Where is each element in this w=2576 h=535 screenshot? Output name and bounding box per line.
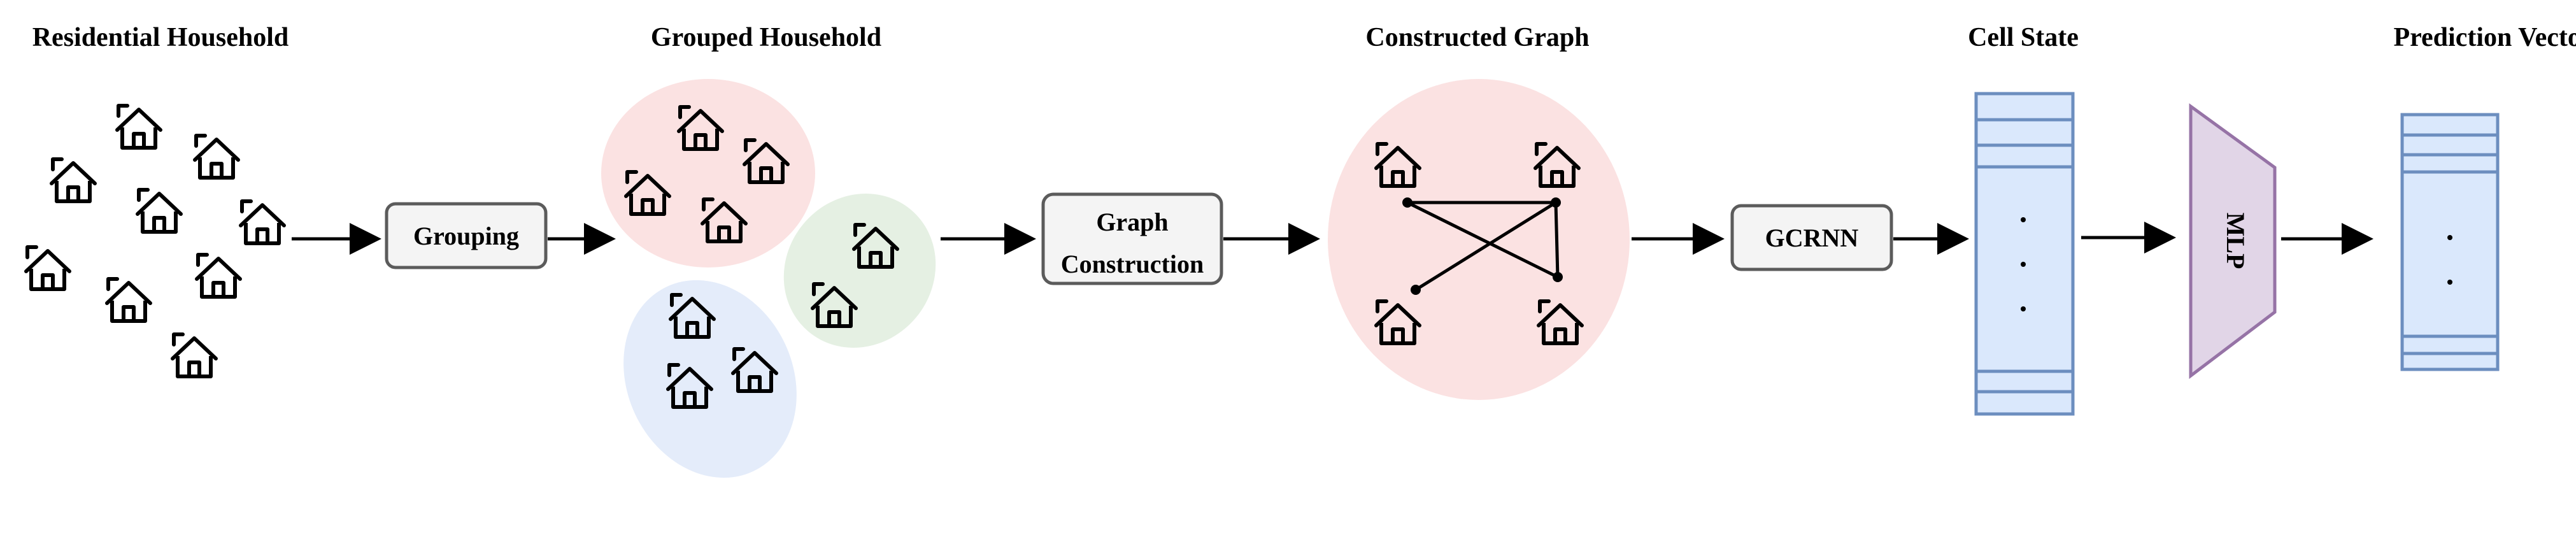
cell-state-rect — [1974, 92, 2075, 416]
house-icon — [138, 190, 181, 232]
group-red — [601, 79, 815, 268]
graph-construction-rect — [1041, 192, 1223, 285]
graph-edges — [1406, 201, 1560, 292]
grouping-box-rect — [385, 202, 548, 269]
graph-construction-box: Graph Construction — [1041, 192, 1223, 285]
mlp-shape — [2189, 103, 2277, 380]
group-blue — [623, 280, 797, 478]
house-icon — [117, 106, 160, 148]
graph-construction-label-line2: Construction — [1061, 250, 1204, 278]
cell-state-vector — [1974, 92, 2075, 416]
house-icon — [52, 159, 95, 201]
house-icon — [195, 136, 238, 178]
grouping-label: Grouping — [413, 222, 519, 250]
house-icon — [173, 334, 216, 376]
constructed-graph — [1328, 79, 1630, 400]
ellipsis-dot — [2447, 280, 2452, 285]
house-icon — [107, 279, 150, 321]
graph-node — [1402, 197, 1413, 208]
prediction-vector — [2400, 113, 2500, 371]
title-grouped-household: Grouped Household — [651, 23, 881, 52]
grouping-box: Grouping — [385, 202, 548, 269]
mlp-block: MLP — [2189, 103, 2277, 380]
graph-node — [1553, 272, 1563, 282]
title-prediction-vector: Prediction Vector — [2394, 23, 2576, 52]
house-icon — [241, 201, 284, 243]
graph-construction-label-line1: Graph — [1096, 208, 1168, 236]
graph-node — [1411, 285, 1421, 295]
residential-houses — [26, 106, 284, 376]
group-green — [783, 194, 936, 348]
house-icon — [26, 247, 69, 289]
ellipsis-dot — [2021, 306, 2026, 311]
prediction-rect — [2400, 113, 2500, 371]
title-cell-state: Cell State — [1968, 23, 2079, 52]
mlp-label: MLP — [2221, 213, 2250, 269]
ellipsis-dot — [2021, 217, 2026, 222]
gcrnn-rect — [1730, 204, 1893, 271]
house-icon — [197, 255, 240, 297]
ellipsis-dot — [2021, 262, 2026, 267]
title-residential-household: Residential Household — [32, 23, 289, 52]
graph-node — [1551, 197, 1561, 208]
gcrnn-box: GCRNN — [1730, 204, 1893, 271]
gcrnn-label: GCRNN — [1765, 224, 1859, 252]
ellipsis-dot — [2447, 235, 2452, 240]
title-constructed-graph: Constructed Graph — [1365, 23, 1589, 52]
grouped-households — [601, 79, 936, 478]
